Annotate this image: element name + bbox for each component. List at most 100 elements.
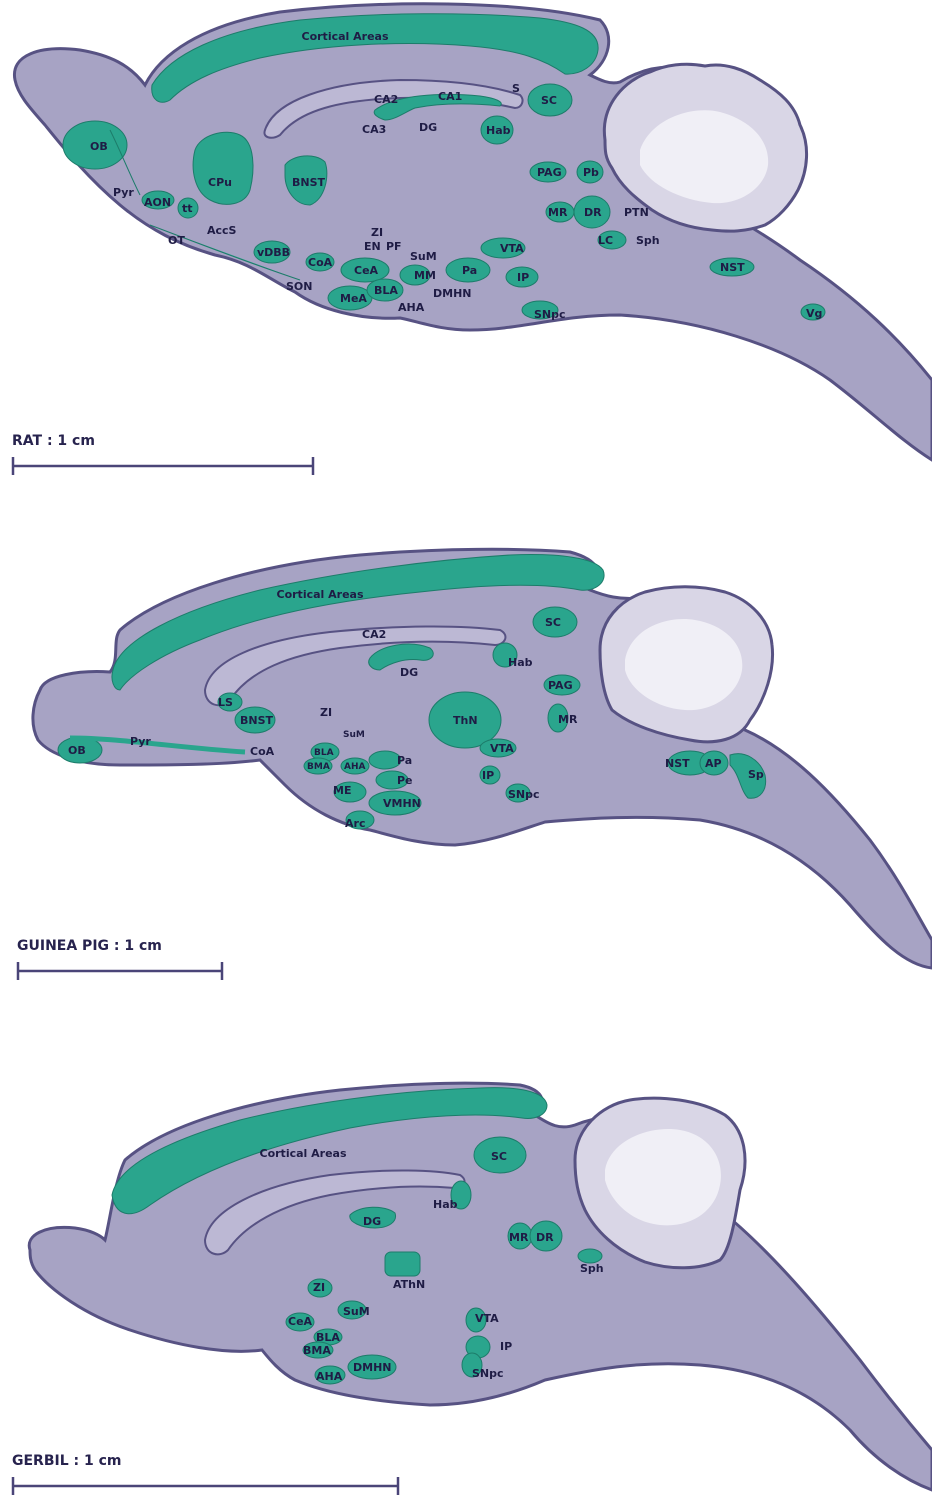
gerbil-athn-shape	[385, 1252, 420, 1276]
rat-label-CA2: CA2	[374, 93, 398, 106]
rat-label-AHA: AHA	[398, 301, 425, 314]
rat-label-cortical: Cortical Areas	[302, 30, 389, 43]
guinea-pig-label-AHA: AHA	[344, 762, 365, 772]
rat-label-BLA: BLA	[374, 284, 398, 297]
gerbil-label-DR: DR	[536, 1231, 554, 1244]
guinea-pig-brain-outline	[33, 549, 932, 968]
guinea-pig-label-OB: OB	[68, 744, 86, 757]
guinea-pig-label-ZI: ZI	[320, 706, 332, 719]
guinea-pig-label-NST: NST	[665, 757, 690, 770]
guinea-pig-label-PAG: PAG	[548, 679, 573, 692]
rat-label-CA3: CA3	[362, 123, 386, 136]
rat-label-DG: DG	[419, 121, 437, 134]
guinea-pig-label-SuM: SuM	[343, 730, 365, 740]
gerbil-label-SuM: SuM	[343, 1305, 370, 1318]
rat-label-CoA: CoA	[308, 256, 333, 269]
rat-label-SNpc: SNpc	[534, 308, 566, 321]
rat-label-SuM: SuM	[410, 250, 437, 263]
rat-label-EN: EN	[364, 240, 381, 253]
rat-label-DMHN: DMHN	[433, 287, 472, 300]
rat-label-MeA: MeA	[340, 292, 367, 305]
rat-label-OT: OT	[168, 234, 185, 247]
rat-label-MM: MM	[414, 269, 436, 282]
gerbil-label-DG: DG	[363, 1215, 381, 1228]
gerbil-label-ZI: ZI	[313, 1281, 325, 1294]
rat-panel: Cortical Areas OB Pyr AON tt OT CPu AccS…	[12, 4, 932, 475]
guinea-pig-label-MR: MR	[558, 713, 578, 726]
rat-label-Vg: Vg	[806, 307, 822, 320]
rat-label-LC: LC	[598, 234, 613, 247]
rat-label-SON: SON	[286, 280, 312, 293]
gerbil-sph-shape	[578, 1249, 602, 1263]
rat-label-Pa: Pa	[462, 264, 477, 277]
guinea-pig-label-DG: DG	[400, 666, 418, 679]
rat-label-vDBB: vDBB	[257, 246, 290, 259]
gerbil-label-Hab: Hab	[433, 1198, 458, 1211]
rat-label-BNST: BNST	[292, 176, 326, 189]
gerbil-label-AHA: AHA	[316, 1370, 343, 1383]
guinea-pig-label-cortical: Cortical Areas	[277, 588, 364, 601]
rat-label-Pb: Pb	[583, 166, 599, 179]
rat-label-Hab: Hab	[486, 124, 511, 137]
rat-label-CPu: CPu	[208, 176, 232, 189]
rat-label-VTA: VTA	[500, 242, 524, 255]
rat-label-NST: NST	[720, 261, 745, 274]
guinea-pig-label-Pa: Pa	[397, 754, 412, 767]
guinea-pig-label-CA2: CA2	[362, 628, 386, 641]
guinea-pig-label-VTA: VTA	[490, 742, 514, 755]
rat-label-Pyr: Pyr	[113, 186, 134, 199]
gerbil-label-CeA: CeA	[288, 1315, 313, 1328]
guinea-pig-label-ME: ME	[333, 784, 351, 797]
rat-label-IP: IP	[517, 271, 529, 284]
rat-label-CeA: CeA	[354, 264, 379, 277]
guinea-pig-label-CoA: CoA	[250, 745, 275, 758]
guinea-pig-label-Sp: Sp	[748, 768, 764, 781]
gerbil-label-cortical: Cortical Areas	[260, 1147, 347, 1160]
rat-brain-outline	[14, 4, 932, 460]
gerbil-label-MR: MR	[509, 1231, 529, 1244]
rat-label-PAG: PAG	[537, 166, 562, 179]
rat-label-MR: MR	[548, 206, 568, 219]
guinea-pig-label-BLA: BLA	[314, 748, 334, 758]
rat-label-S: S	[512, 82, 520, 95]
gerbil-label-VTA: VTA	[475, 1312, 499, 1325]
rat-label-AON: AON	[144, 196, 171, 209]
rat-label-ZI: ZI	[371, 226, 383, 239]
rat-label-SC: SC	[541, 94, 557, 107]
gerbil-label-SC: SC	[491, 1150, 507, 1163]
guinea-pig-label-LS: LS	[218, 696, 233, 709]
rat-label-DR: DR	[584, 206, 602, 219]
rat-label-tt: tt	[182, 202, 193, 215]
rat-scale-label: RAT : 1 cm	[12, 433, 95, 449]
guinea-pig-label-BMA: BMA	[307, 762, 330, 772]
guinea-pig-label-Pe: Pe	[397, 774, 413, 787]
guinea-pig-label-SNpc: SNpc	[508, 788, 540, 801]
rat-label-AccS: AccS	[207, 224, 237, 237]
guinea-pig-label-SC: SC	[545, 616, 561, 629]
guinea-pig-label-Arc: Arc	[345, 817, 365, 830]
guinea-pig-label-AP: AP	[705, 757, 722, 770]
gerbil-label-BLA: BLA	[316, 1331, 340, 1344]
guinea-pig-label-Pyr: Pyr	[130, 735, 151, 748]
gerbil-scale-label: GERBIL : 1 cm	[12, 1453, 121, 1469]
rat-label-CA1: CA1	[438, 90, 462, 103]
guinea-pig-panel: Cortical Areas CA2 DG SC Hab PAG MR LS B…	[17, 549, 932, 980]
gerbil-label-IP: IP	[500, 1340, 512, 1353]
rat-label-Sph: Sph	[636, 234, 660, 247]
gerbil-label-DMHN: DMHN	[353, 1361, 392, 1374]
guinea-pig-label-ThN: ThN	[453, 714, 478, 727]
rat-label-OB: OB	[90, 140, 108, 153]
gerbil-label-BMA: BMA	[303, 1344, 331, 1357]
gerbil-panel: Cortical Areas SC Hab DG MR DR Sph AThN …	[12, 1083, 932, 1495]
guinea-pig-label-BNST: BNST	[240, 714, 274, 727]
guinea-pig-label-VMHN: VMHN	[383, 797, 421, 810]
gerbil-label-Sph: Sph	[580, 1262, 604, 1275]
gerbil-label-AThN: AThN	[393, 1278, 425, 1291]
gerbil-label-SNpc: SNpc	[472, 1367, 504, 1380]
guinea-pig-scale-label: GUINEA PIG : 1 cm	[17, 938, 162, 954]
rat-label-PF: PF	[386, 240, 402, 253]
guinea-pig-label-IP: IP	[482, 769, 494, 782]
guinea-pig-label-Hab: Hab	[508, 656, 533, 669]
rat-cpu-shape	[193, 132, 253, 204]
